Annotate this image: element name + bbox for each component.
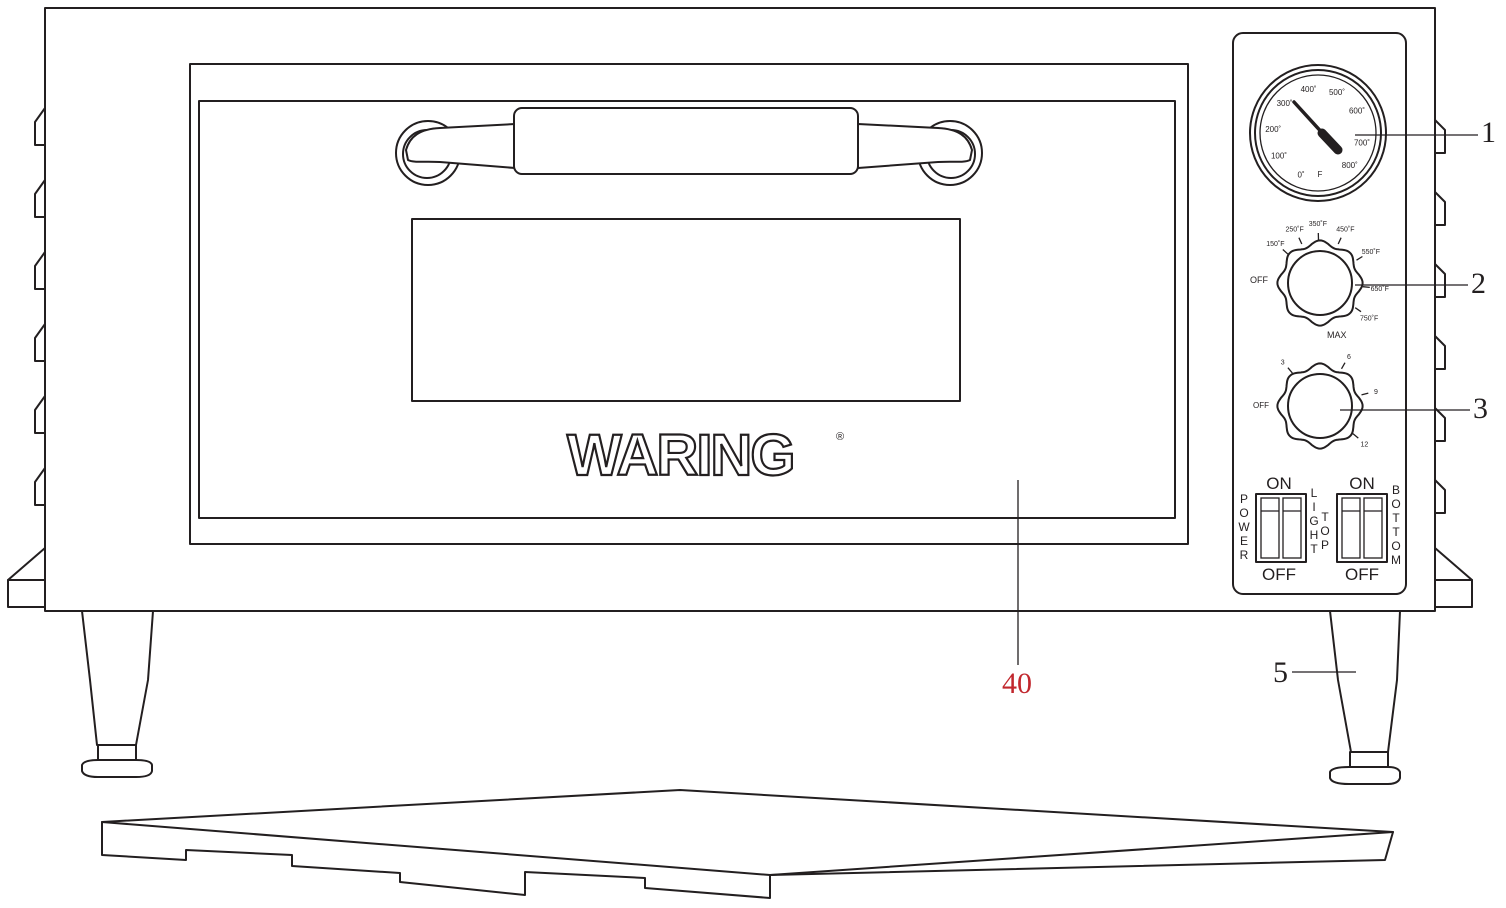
vertical-letter: P bbox=[1321, 538, 1329, 552]
temperature-knob-rim bbox=[1277, 240, 1362, 325]
gauge-scale-label: 600˚ bbox=[1349, 107, 1365, 116]
left-leg bbox=[82, 611, 153, 777]
callout-foot: 5 bbox=[1273, 656, 1288, 689]
vertical-letter: I bbox=[1312, 500, 1315, 514]
vertical-letter: O bbox=[1391, 539, 1400, 553]
right-base-ledge bbox=[1435, 548, 1472, 607]
left-cooling-fins bbox=[35, 108, 45, 505]
vertical-letter: O bbox=[1391, 497, 1400, 511]
vertical-letter: O bbox=[1239, 506, 1248, 520]
power-light-on-label: ON bbox=[1266, 474, 1292, 493]
temperature-mark-label: 350˚F bbox=[1309, 220, 1327, 228]
vertical-letter: T bbox=[1392, 525, 1400, 539]
base-plate bbox=[102, 790, 1393, 898]
left-base-ledge bbox=[8, 548, 45, 607]
vertical-letter: E bbox=[1240, 534, 1248, 548]
gauge-scale-label: 800˚ bbox=[1342, 161, 1358, 170]
gauge-scale-label: 700˚ bbox=[1354, 138, 1370, 147]
logo-text: WARING bbox=[567, 423, 793, 488]
gauge-scale-label: 300˚ bbox=[1277, 99, 1293, 108]
vertical-letter: R bbox=[1240, 548, 1249, 562]
gauge-scale-label: 100˚ bbox=[1271, 152, 1287, 161]
gauge-unit: F bbox=[1318, 170, 1323, 179]
timer-mark-label: 3 bbox=[1281, 360, 1285, 367]
timer-mark-label: 12 bbox=[1361, 441, 1369, 448]
registered-mark: ® bbox=[836, 431, 844, 443]
temperature-mark-label: 450˚F bbox=[1336, 226, 1354, 234]
right-leg bbox=[1330, 611, 1400, 784]
temperature-off-label: OFF bbox=[1250, 275, 1268, 285]
vertical-letter: H bbox=[1310, 528, 1319, 542]
temperature-mark-label: 650˚F bbox=[1371, 285, 1389, 293]
oven-body bbox=[45, 8, 1435, 611]
callout-temperature-gauge: 1 bbox=[1481, 116, 1496, 149]
temperature-max-label: MAX bbox=[1327, 330, 1347, 340]
timer-mark-label: 6 bbox=[1347, 354, 1351, 361]
top-bottom-off-label: OFF bbox=[1345, 565, 1379, 584]
callout-temperature-knob: 2 bbox=[1471, 267, 1486, 300]
vertical-letter: W bbox=[1238, 520, 1250, 534]
vertical-letter: T bbox=[1392, 511, 1400, 525]
gauge-scale-label: 500˚ bbox=[1329, 88, 1345, 97]
temperature-tick bbox=[1363, 287, 1370, 288]
vertical-letter: B bbox=[1392, 483, 1400, 497]
vertical-letter: P bbox=[1240, 492, 1248, 506]
timer-mark-label: 9 bbox=[1374, 389, 1378, 396]
temperature-mark-label: 250˚F bbox=[1285, 226, 1303, 234]
vertical-letter: L bbox=[1311, 486, 1318, 500]
vertical-letter: M bbox=[1391, 553, 1401, 567]
right-cooling-fins bbox=[1435, 120, 1445, 513]
gauge-scale-label: 400˚ bbox=[1301, 85, 1317, 94]
vertical-letter: T bbox=[1321, 510, 1329, 524]
gauge-scale-label: 200˚ bbox=[1265, 125, 1281, 134]
temperature-mark-label: 750˚F bbox=[1360, 314, 1378, 322]
callout-timer-knob: 3 bbox=[1473, 392, 1488, 425]
vertical-letter: T bbox=[1310, 542, 1318, 556]
power-light-off-label: OFF bbox=[1262, 565, 1296, 584]
callout-door: 40 bbox=[1002, 667, 1032, 700]
temperature-mark-label: 150˚F bbox=[1266, 240, 1284, 248]
top-vertical-label: TOP bbox=[1320, 510, 1329, 552]
temperature-mark-label: 550˚F bbox=[1362, 248, 1380, 256]
vertical-letter: O bbox=[1320, 524, 1329, 538]
vertical-letter: G bbox=[1309, 514, 1318, 528]
timer-knob-rim bbox=[1277, 363, 1362, 448]
top-bottom-on-label: ON bbox=[1349, 474, 1375, 493]
timer-off-label: OFF bbox=[1253, 401, 1269, 410]
gauge-scale-label: 0˚ bbox=[1298, 171, 1305, 180]
